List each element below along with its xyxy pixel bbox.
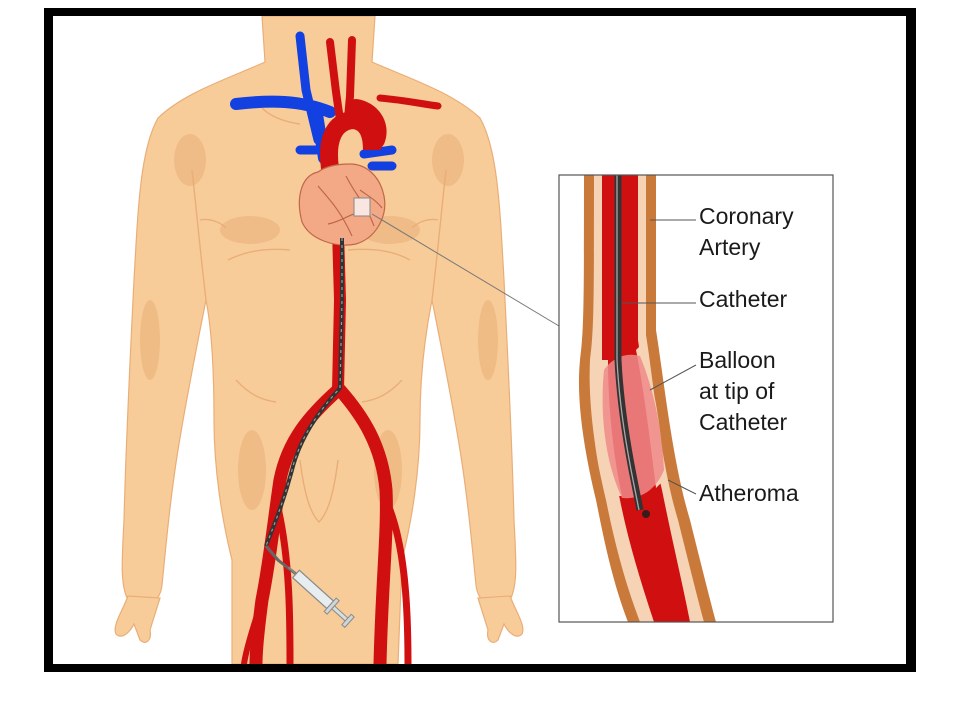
catheter-tip [642,510,650,518]
artery-lumen [602,175,690,622]
angioplasty-illustration [114,16,834,664]
right-hand [477,595,524,643]
zoom-connector-line [371,213,560,327]
aortic-arch [320,110,381,170]
label-atheroma: Atheroma [699,480,799,506]
left-hand [114,595,161,643]
diagram-canvas [53,16,906,664]
label-coronary-artery: Coronary Artery [699,203,794,260]
inset-panel [558,174,834,623]
heart [298,110,386,246]
body-silhouette [121,16,517,664]
inset-highlight-box [353,197,371,217]
catheter-highlight [265,238,343,547]
catheter-in-artery [614,175,644,511]
human-body [114,16,524,664]
heart-body [298,163,386,246]
label-balloon: Balloon at tip of Catheter [699,347,788,435]
label-catheter: Catheter [699,286,788,312]
catheter-in-artery-highlight [616,175,640,511]
label-leader-lines [622,219,697,495]
syringe-icon [288,566,355,629]
